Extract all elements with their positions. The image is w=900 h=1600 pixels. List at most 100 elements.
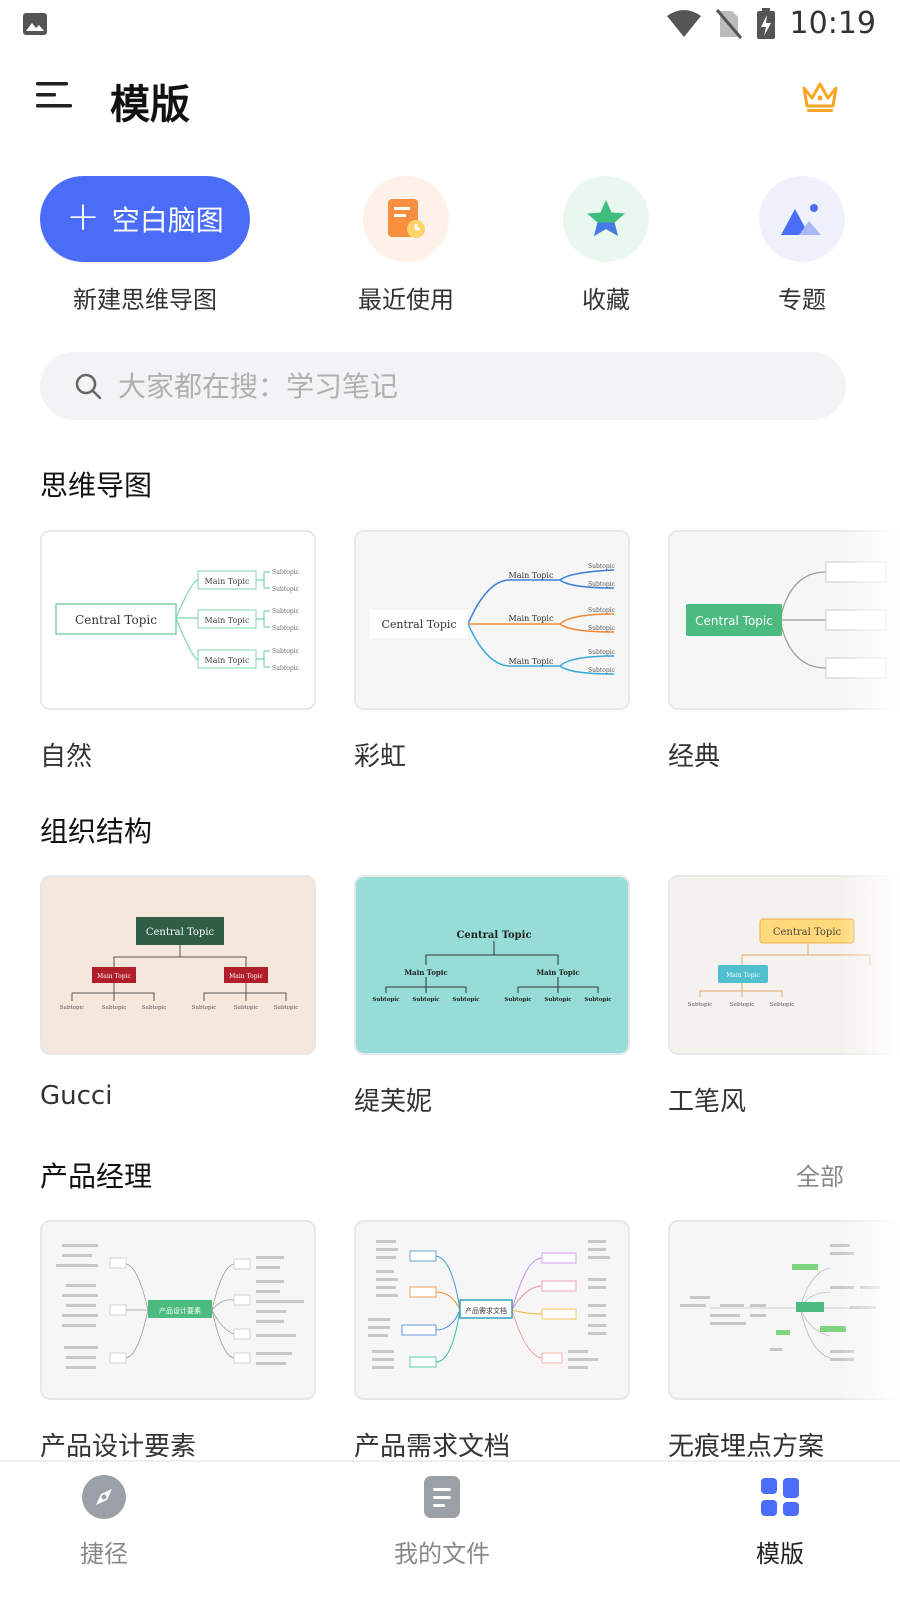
svg-text:Main Topic: Main Topic — [509, 657, 554, 666]
template-label: 产品设计要素 — [40, 1432, 197, 1462]
gallery-notification-icon — [22, 12, 48, 40]
svg-text:Subtopic: Subtopic — [452, 997, 480, 1003]
template-label: 工笔风 — [668, 1087, 747, 1117]
bottom-navigation: 捷径 我的文件 模版 — [0, 1460, 900, 1600]
template-thumbnail: Central Topic Main Topic Main Topic Subt… — [354, 875, 630, 1055]
thumb-central-topic: Central Topic — [75, 613, 157, 627]
svg-text:Central Topic: Central Topic — [773, 927, 842, 938]
svg-text:Subtopic: Subtopic — [272, 625, 300, 632]
template-card-gucci[interactable]: Central Topic Main Topic Main Topic Subt… — [40, 875, 316, 1111]
scroll-fade — [840, 530, 900, 710]
menu-icon[interactable] — [36, 78, 74, 112]
svg-text:Subtopic: Subtopic — [234, 1005, 259, 1011]
svg-text:Main Topic: Main Topic — [726, 972, 760, 979]
nav-label: 模版 — [756, 1540, 804, 1568]
svg-text:Main Topic: Main Topic — [536, 968, 579, 977]
scroll-fade — [840, 1220, 900, 1400]
svg-text:Central Topic: Central Topic — [146, 927, 215, 938]
template-thumbnail: Central Topic Main Topic Main Topic Subt… — [40, 875, 316, 1055]
svg-text:Subtopic: Subtopic — [272, 648, 300, 655]
status-bar: 10:19 — [0, 0, 900, 50]
template-card-rainbow[interactable]: Central Topic Main Topic Main Topic Main… — [354, 530, 630, 773]
svg-text:Subtopic: Subtopic — [588, 649, 616, 656]
template-label: 彩虹 — [354, 742, 407, 772]
svg-text:Subtopic: Subtopic — [588, 667, 616, 674]
svg-text:Subtopic: Subtopic — [504, 997, 532, 1003]
template-thumbnail: 产品设计要素 — [40, 1220, 316, 1400]
template-card-prd[interactable]: 产品需求文档 产品需求文档 — [354, 1220, 630, 1463]
search-input[interactable] — [118, 369, 758, 403]
topics-button[interactable]: 专题 — [742, 176, 862, 315]
crown-icon[interactable] — [800, 78, 840, 114]
svg-text:Subtopic: Subtopic — [60, 1005, 85, 1011]
svg-text:Subtopic: Subtopic — [272, 569, 300, 576]
pm-template-row: 产品设计要素 产品设计要素 — [40, 1220, 900, 1470]
svg-text:Subtopic: Subtopic — [588, 581, 616, 588]
template-thumbnail: Central Topic Main Topic Main Topic Main… — [40, 530, 316, 710]
svg-text:Subtopic: Subtopic — [544, 997, 572, 1003]
template-card-nature[interactable]: Central Topic Main Topic Main Topic Main… — [40, 530, 316, 773]
plus-icon: + — [66, 194, 100, 240]
wifi-icon — [666, 9, 701, 37]
app-header: 模版 — [0, 60, 900, 136]
svg-text:Subtopic: Subtopic — [588, 563, 616, 570]
quick-actions: + 空白脑图 新建思维导图 最近使用 收藏 专题 — [0, 176, 900, 326]
svg-text:Subtopic: Subtopic — [192, 1005, 217, 1011]
svg-text:Main Topic: Main Topic — [509, 571, 554, 580]
template-label: 自然 — [40, 742, 93, 772]
svg-text:Central Topic: Central Topic — [381, 618, 456, 631]
svg-text:Main Topic: Main Topic — [229, 973, 263, 980]
svg-text:Subtopic: Subtopic — [770, 1002, 795, 1008]
recent-label: 最近使用 — [358, 286, 454, 314]
see-all-link[interactable]: 全部 — [796, 1163, 844, 1191]
svg-text:产品需求文档: 产品需求文档 — [465, 1306, 507, 1315]
grid-icon — [757, 1474, 803, 1520]
scroll-fade — [840, 875, 900, 1055]
svg-text:Subtopic: Subtopic — [272, 665, 300, 672]
svg-text:Subtopic: Subtopic — [272, 586, 300, 593]
recent-icon — [363, 176, 449, 262]
template-label: 无痕埋点方案 — [668, 1432, 825, 1462]
star-icon — [563, 176, 649, 262]
svg-text:Central Topic: Central Topic — [456, 930, 531, 941]
section-title-mindmap: 思维导图 — [40, 469, 153, 502]
template-label: 经典 — [668, 742, 721, 772]
new-blank-map-button[interactable]: + 空白脑图 — [40, 176, 250, 262]
svg-text:Subtopic: Subtopic — [584, 997, 612, 1003]
svg-text:Subtopic: Subtopic — [688, 1002, 713, 1008]
svg-text:Subtopic: Subtopic — [588, 607, 616, 614]
svg-text:Subtopic: Subtopic — [412, 997, 440, 1003]
svg-text:Main Topic: Main Topic — [509, 614, 554, 623]
topics-label: 专题 — [778, 286, 826, 314]
template-label: 产品需求文档 — [354, 1432, 511, 1462]
svg-text:Subtopic: Subtopic — [142, 1005, 167, 1011]
section-title-org: 组织结构 — [40, 815, 153, 848]
nav-templates[interactable]: 模版 — [710, 1474, 850, 1569]
template-label: Gucci — [40, 1081, 113, 1111]
svg-text:Subtopic: Subtopic — [274, 1005, 299, 1011]
template-thumbnail: Central Topic Main Topic Main Topic Main… — [354, 530, 630, 710]
no-sim-icon — [715, 8, 742, 39]
svg-text:产品设计要素: 产品设计要素 — [159, 1306, 201, 1315]
nav-my-files[interactable]: 我的文件 — [372, 1474, 512, 1569]
svg-text:Subtopic: Subtopic — [588, 625, 616, 632]
svg-text:Main Topic: Main Topic — [97, 973, 131, 980]
svg-text:Subtopic: Subtopic — [730, 1002, 755, 1008]
favorites-button[interactable]: 收藏 — [546, 176, 666, 315]
new-mindmap-label: 新建思维导图 — [73, 286, 217, 314]
template-card-product-design[interactable]: 产品设计要素 产品设计要素 — [40, 1220, 316, 1463]
section-title-pm: 产品经理 — [40, 1160, 153, 1193]
template-card-tiffany[interactable]: Central Topic Main Topic Main Topic Subt… — [354, 875, 630, 1118]
file-icon — [419, 1474, 465, 1520]
svg-text:Main Topic: Main Topic — [404, 968, 447, 977]
org-template-row: Central Topic Main Topic Main Topic Subt… — [40, 875, 900, 1125]
battery-charging-icon — [756, 7, 775, 39]
nav-shortcuts[interactable]: 捷径 — [34, 1474, 174, 1569]
mindmap-template-row: Central Topic Main Topic Main Topic Main… — [40, 530, 900, 780]
svg-text:Subtopic: Subtopic — [102, 1005, 127, 1011]
compass-icon — [81, 1474, 127, 1520]
recent-button[interactable]: 最近使用 — [346, 176, 466, 315]
svg-text:Main Topic: Main Topic — [205, 656, 250, 665]
search-bar[interactable] — [40, 352, 846, 420]
search-icon — [75, 373, 102, 400]
